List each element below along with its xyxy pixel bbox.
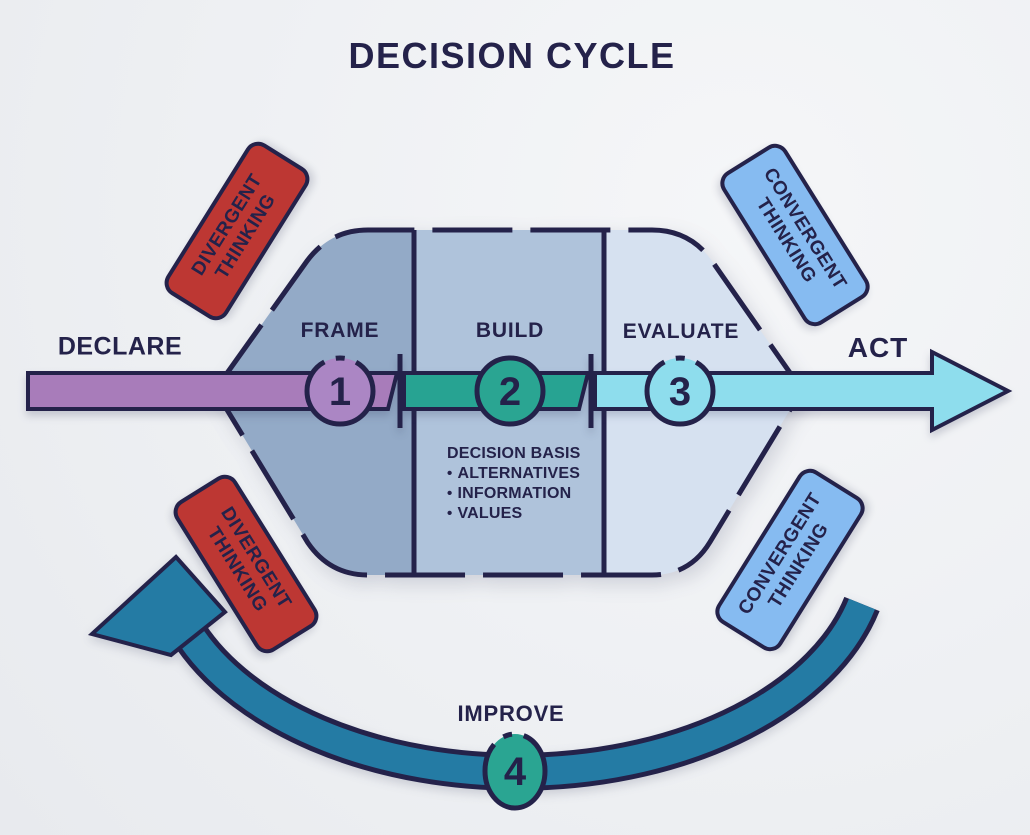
step-3-circle [644, 355, 716, 427]
bullet-icon: • [447, 485, 453, 502]
step-4-number: 4 [503, 750, 527, 794]
frame-section-label: FRAME [300, 319, 380, 342]
step-1-number: 1 [328, 370, 352, 414]
decision-basis-title: DECISION BASIS [447, 444, 617, 464]
decision-basis-item: • VALUES [447, 504, 617, 524]
page-title: DECISION CYCLE [348, 35, 676, 76]
decision-basis-item-text: INFORMATION [457, 485, 572, 502]
step-1-circle [304, 355, 376, 427]
decision-basis-item-text: VALUES [457, 505, 523, 522]
decision-basis-block: DECISION BASIS • ALTERNATIVES • INFORMAT… [447, 444, 617, 524]
declare-label: DECLARE [57, 332, 183, 361]
loop-arrowhead [87, 554, 228, 658]
step-2-number: 2 [498, 370, 522, 414]
act-label: ACT [847, 332, 909, 363]
decision-basis-item-text: ALTERNATIVES [457, 465, 581, 482]
step-3-number: 3 [668, 370, 692, 414]
step-4-circle [482, 731, 548, 811]
bullet-icon: • [447, 465, 453, 482]
step-circles [304, 355, 716, 811]
decision-basis-title-text: DECISION BASIS [447, 445, 581, 462]
step-2-circle [474, 355, 546, 427]
build-section-label: BUILD [475, 319, 545, 342]
decision-basis-item: • INFORMATION [447, 484, 617, 504]
improve-label: IMPROVE [457, 701, 565, 726]
declare-arrow-segment [26, 371, 400, 411]
evaluate-section-label: EVALUATE [622, 320, 740, 343]
decision-basis-item: • ALTERNATIVES [447, 464, 617, 484]
bullet-icon: • [447, 505, 453, 522]
